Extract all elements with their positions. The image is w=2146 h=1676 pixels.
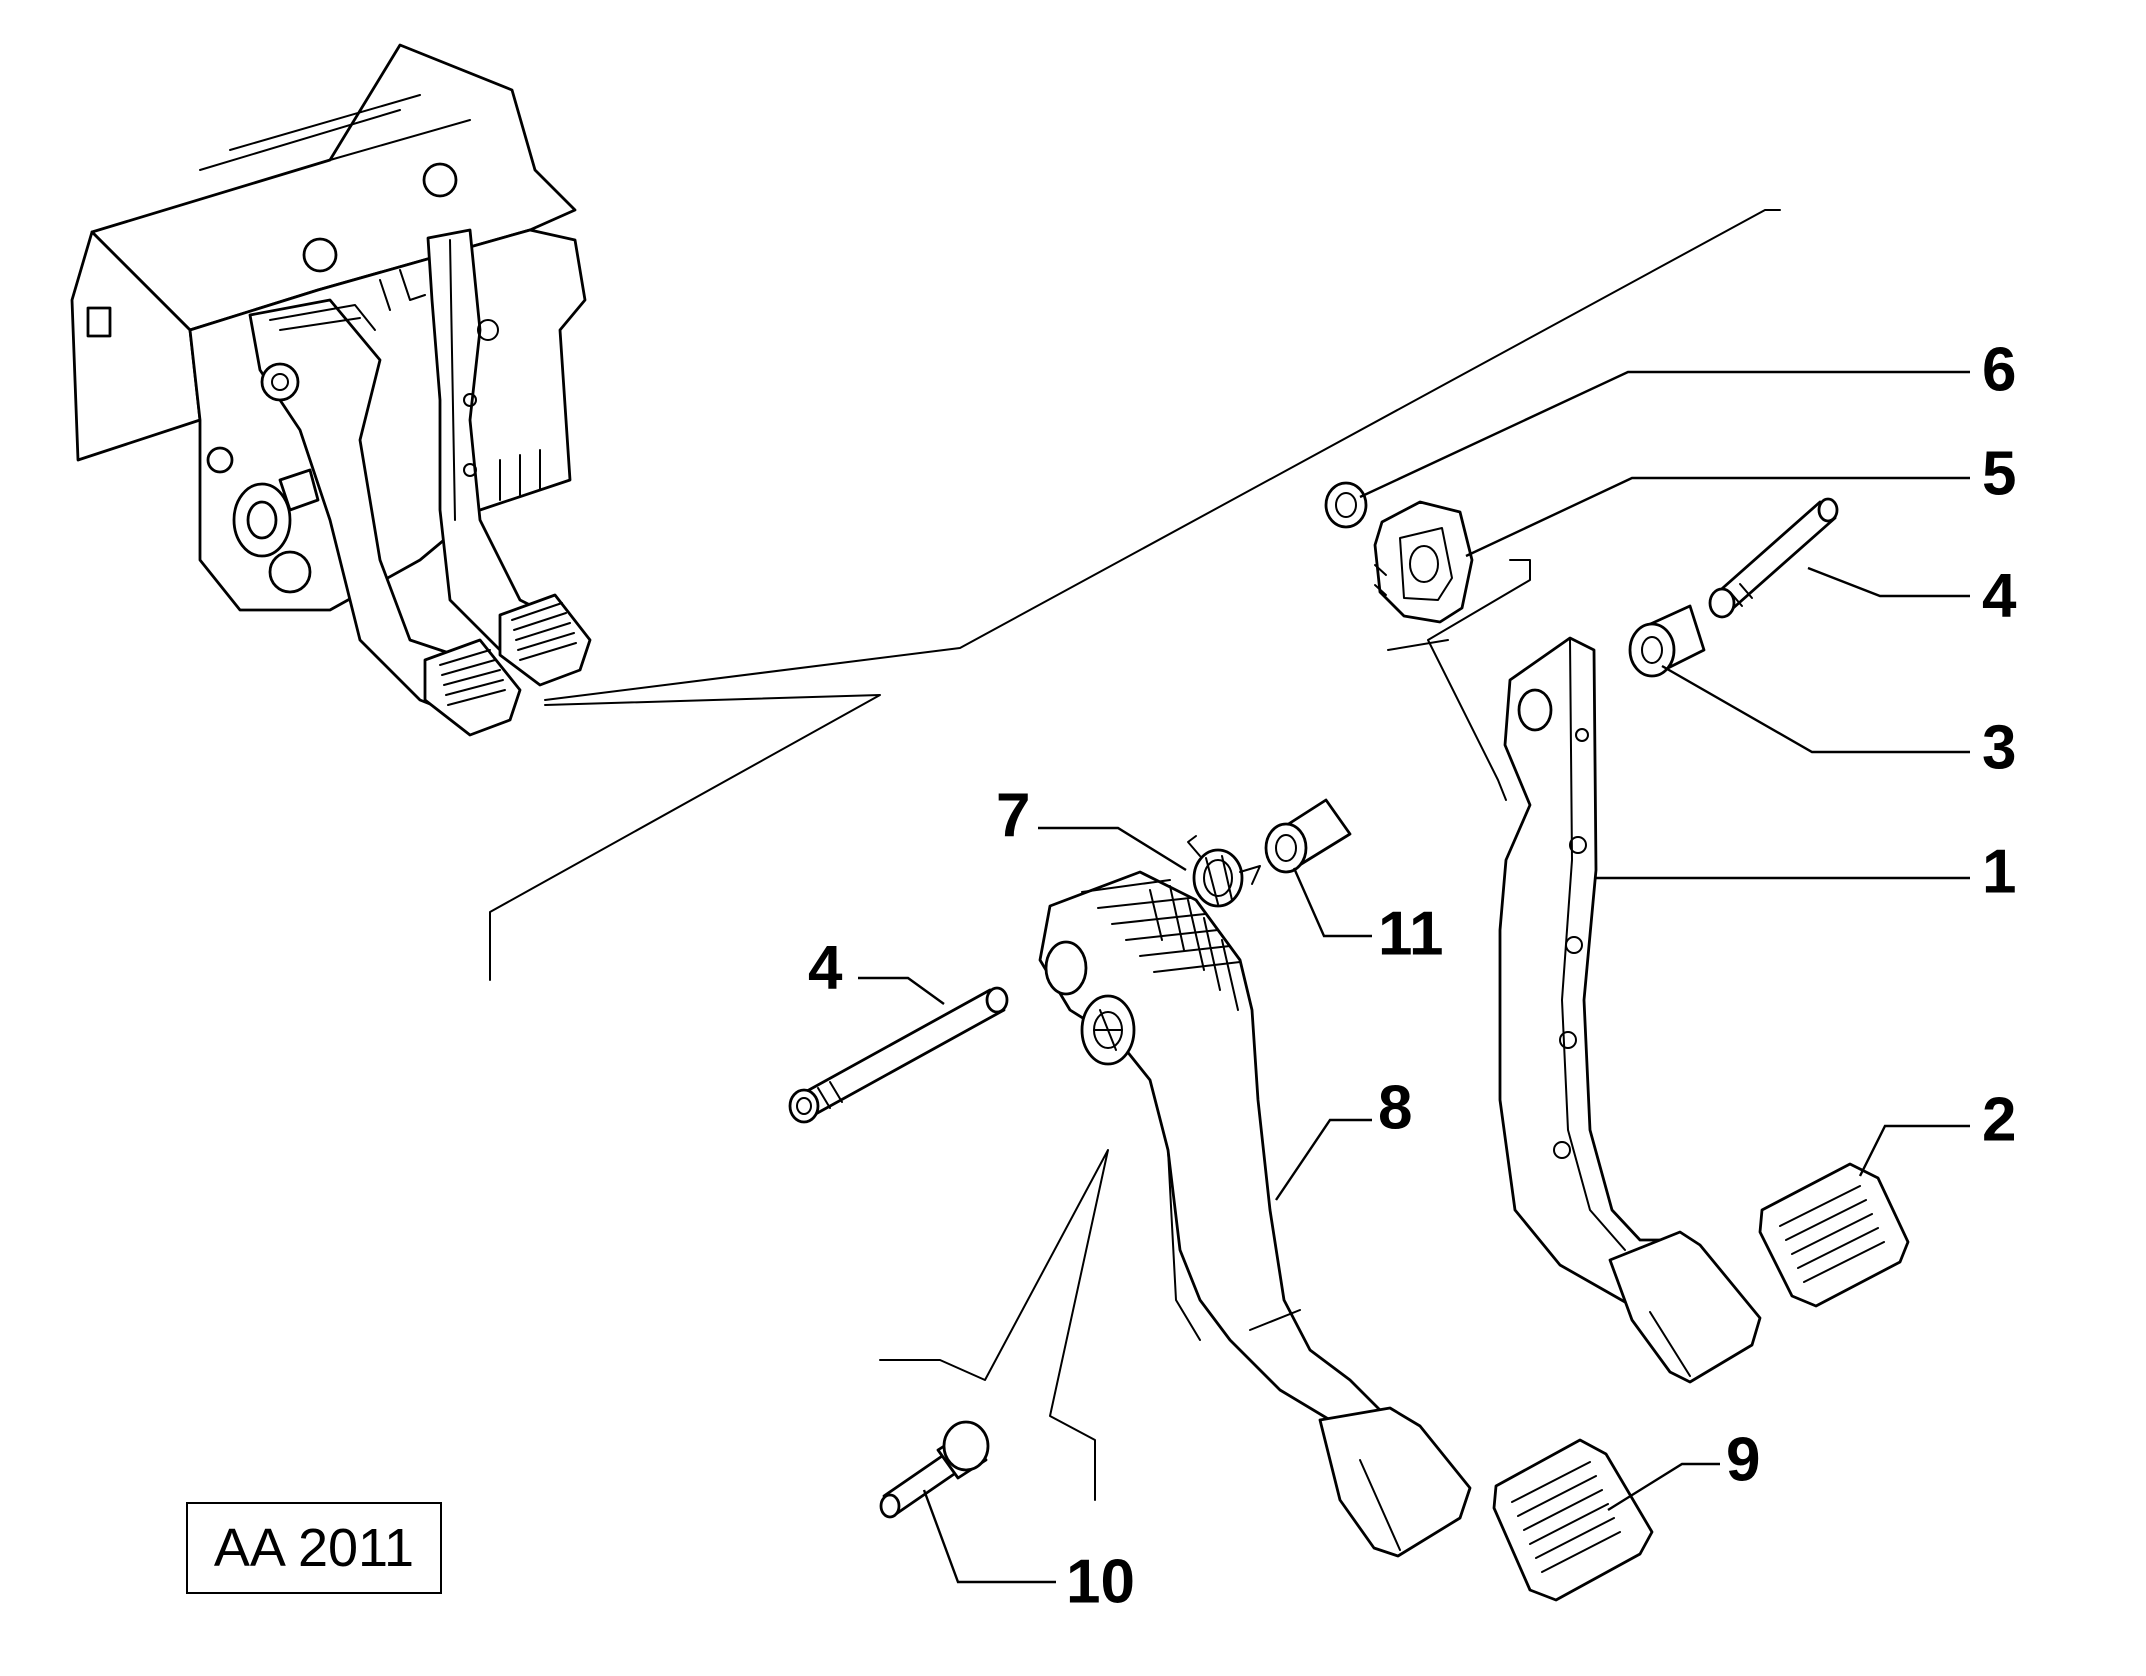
part-4-pivot-pin-upper bbox=[1708, 497, 1839, 619]
part-5-switch-bracket bbox=[1373, 500, 1474, 624]
part-9-pedal-pad bbox=[1492, 1438, 1654, 1602]
callout-1: 1 bbox=[1982, 837, 2016, 906]
diagram-code-label: AA 2011 bbox=[186, 1502, 442, 1594]
callout-3: 3 bbox=[1982, 713, 2016, 782]
part-10-bolt bbox=[879, 1420, 990, 1519]
callout-6: 6 bbox=[1982, 335, 2016, 404]
part-11-sleeve bbox=[1264, 798, 1352, 874]
part-2-pedal-pad bbox=[1758, 1162, 1910, 1308]
part-1-brake-pedal-arm bbox=[1498, 636, 1762, 1384]
part-4-pivot-pin-lower bbox=[788, 986, 1009, 1124]
callout-7: 7 bbox=[996, 781, 1030, 850]
callout-labels: 6 5 4 3 1 2 7 11 4 8 9 10 bbox=[808, 335, 2017, 1616]
part-6-ring bbox=[1324, 481, 1368, 529]
callout-11: 11 bbox=[1378, 899, 1444, 968]
leader-lines bbox=[858, 370, 1970, 1584]
callout-10: 10 bbox=[1066, 1547, 1135, 1616]
callout-5: 5 bbox=[1982, 439, 2016, 508]
callout-2: 2 bbox=[1982, 1085, 2016, 1154]
part-7-return-spring bbox=[1187, 835, 1261, 908]
pedal-box-assembly bbox=[70, 43, 1781, 981]
callout-4-lower: 4 bbox=[808, 933, 843, 1002]
callout-8: 8 bbox=[1378, 1073, 1412, 1142]
callout-9: 9 bbox=[1726, 1425, 1760, 1494]
part-3-bushing bbox=[1628, 604, 1706, 678]
callout-4-upper: 4 bbox=[1982, 561, 2017, 630]
part-8-clutch-pedal-arm bbox=[1038, 870, 1472, 1558]
